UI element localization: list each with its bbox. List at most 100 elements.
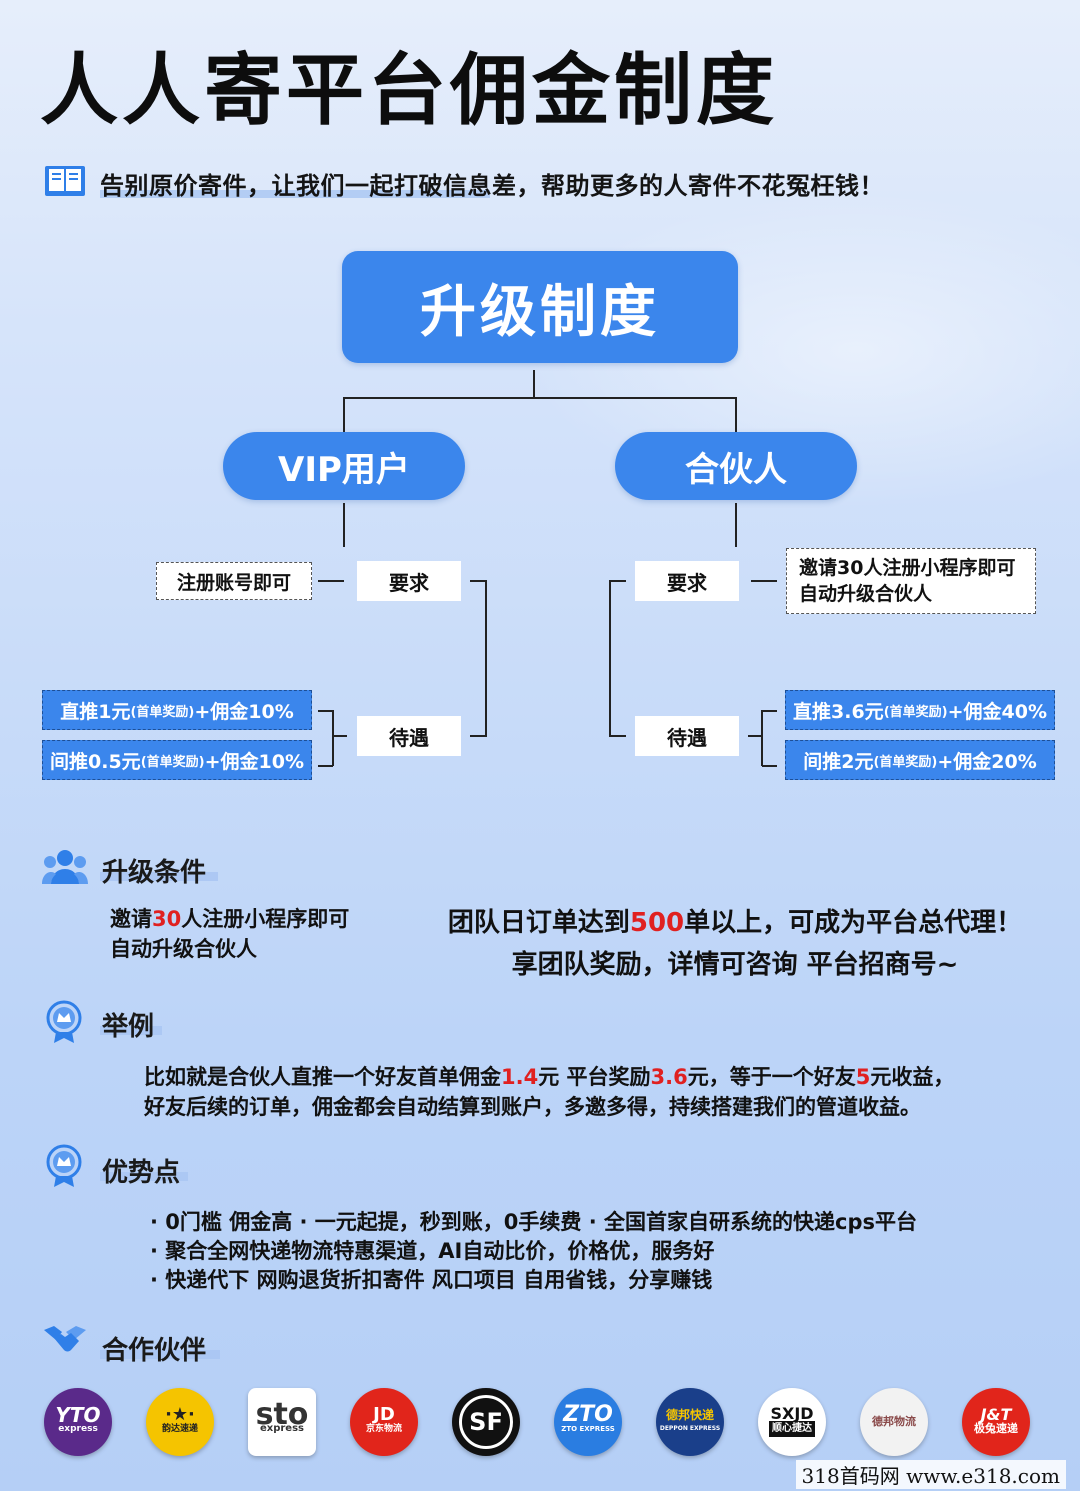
logo-subtext: express <box>58 1424 98 1434</box>
partner-perk-indirect: 间推2元(首单奖励)+佣金20% <box>785 740 1055 780</box>
page-title: 人人寄平台佣金制度 <box>40 45 779 136</box>
connector <box>762 765 777 767</box>
connector <box>762 710 777 712</box>
book-icon <box>44 164 86 202</box>
debang-logistics-logo: 德邦物流 <box>860 1388 928 1456</box>
advantage-item: · 0门槛 佣金高 · 一元起提，秒到账，0手续费 · 全国首家自研系统的快递c… <box>150 1210 917 1234</box>
example-body: 比如就是合伙人直推一个好友首单佣金1.4元 平台奖励3.6元，等于一个好友5元收… <box>144 1062 954 1122</box>
text: 团队日订单达到 <box>447 908 630 938</box>
crown-badge-icon <box>46 1144 82 1192</box>
connector <box>470 735 486 737</box>
advantages-list: · 0门槛 佣金高 · 一元起提，秒到账，0手续费 · 全国首家自研系统的快递c… <box>150 1208 917 1295</box>
logo-subtext: 极兔速递 <box>974 1422 1018 1435</box>
connector <box>735 397 737 433</box>
vip-node: VIP用户 <box>223 432 465 500</box>
partner-requirement-box: 邀请30人注册小程序即可 自动升级合伙人 <box>786 548 1036 614</box>
subtitle-highlight <box>100 190 490 198</box>
perk-note: (首单奖励) <box>130 704 195 720</box>
connector <box>751 580 777 582</box>
logo-subtext: 顺心捷达 <box>769 1421 815 1437</box>
text: 元，等于一个好友 <box>687 1065 856 1089</box>
section-highlight <box>100 872 218 881</box>
people-icon <box>42 848 88 890</box>
perk-commission: +佣金10% <box>194 700 294 723</box>
connector <box>485 580 487 737</box>
partners-title: 合作伙伴 <box>102 1336 207 1366</box>
logo-text: SXJD <box>770 1404 814 1423</box>
connector <box>610 735 626 737</box>
crown-badge-icon <box>46 1000 82 1048</box>
partner-requirement-line2: 自动升级合伙人 <box>799 583 933 605</box>
text: 自动升级合伙人 <box>110 937 257 961</box>
vip-perks-label: 待遇 <box>357 716 461 756</box>
logo-text: ZTO <box>563 1402 613 1427</box>
upgrade-left: 邀请30人注册小程序即可 自动升级合伙人 <box>110 904 349 964</box>
perk-amount: 间推0.5元 <box>50 750 141 773</box>
upgrade-title: 升级条件 <box>102 858 207 888</box>
handshake-icon <box>42 1322 88 1364</box>
deppon-logo: 德邦快递 DEPPON EXPRESS <box>656 1388 724 1456</box>
vip-perk-indirect: 间推0.5元(首单奖励)+佣金10% <box>42 740 312 780</box>
text: 享团队奖励，详情可咨询 平台招商号~ <box>511 950 959 980</box>
highlight-number: 3.6 <box>650 1065 688 1089</box>
logo-text: YTO <box>55 1403 101 1427</box>
highlight-number: 30 <box>152 907 182 931</box>
section-highlight <box>100 1350 220 1359</box>
root-node: 升级制度 <box>342 251 738 363</box>
perk-amount: 间推2元 <box>803 750 874 773</box>
logo-text: J&T <box>980 1405 1012 1424</box>
perk-amount: 直推3.6元 <box>793 700 884 723</box>
logo-text: 德邦快递 <box>665 1408 714 1422</box>
logo-subtext: DEPPON EXPRESS <box>659 1425 721 1432</box>
vip-requirement-box: 注册账号即可 <box>156 562 312 600</box>
partner-node: 合伙人 <box>615 432 857 500</box>
connector <box>318 580 344 582</box>
vip-requirement-text: 注册账号即可 <box>176 571 291 594</box>
connector <box>318 765 333 767</box>
example-title: 举例 <box>102 1012 155 1042</box>
vip-perk-direct: 直推1元(首单奖励)+佣金10% <box>42 690 312 730</box>
connector <box>610 580 626 582</box>
logo-text: 德邦物流 <box>872 1415 916 1428</box>
connector <box>333 735 347 737</box>
perk-commission: +佣金20% <box>937 750 1037 773</box>
text: 元收益， <box>870 1065 955 1089</box>
text: 好友后续的订单，佣金都会自动结算到账户，多邀多得，持续搭建我们的管道收益。 <box>144 1095 921 1119</box>
logo-subtext: 韵达速递 <box>161 1424 198 1434</box>
highlight-number: 500 <box>629 908 685 938</box>
logo-subtext: 京东物流 <box>365 1424 402 1434</box>
section-highlight <box>100 1172 188 1181</box>
advantages-title: 优势点 <box>102 1158 181 1188</box>
watermark: 318首码网 www.e318.com <box>795 1460 1066 1489</box>
text: 单以上，可成为平台总代理！ <box>684 908 1023 938</box>
text: 邀请 <box>110 907 152 931</box>
partner-requirement-line1: 邀请30人注册小程序即可 <box>799 557 1016 579</box>
perk-note: (首单奖励) <box>140 754 205 770</box>
connector <box>748 735 762 737</box>
partner-requirement-label: 要求 <box>635 561 739 601</box>
connector <box>343 397 737 399</box>
connector <box>609 580 611 737</box>
partner-perk-direct: 直推3.6元(首单奖励)+佣金40% <box>785 690 1055 730</box>
advantage-item: · 快递代下 网购退货折扣寄件 风口项目 自用省钱，分享赚钱 <box>150 1268 713 1292</box>
logo-text: ·★· <box>165 1404 195 1425</box>
text: 比如就是合伙人直推一个好友首单佣金 <box>144 1065 501 1089</box>
connector <box>533 370 535 398</box>
upgrade-right: 团队日订单达到500单以上，可成为平台总代理！ 享团队奖励，详情可咨询 平台招商… <box>420 902 1050 986</box>
advantage-item: · 聚合全网快递物流特惠渠道，AI自动比价，价格优，服务好 <box>150 1239 715 1263</box>
connector <box>332 710 334 766</box>
yunda-logo: ·★·韵达速递 <box>146 1388 214 1456</box>
connector <box>318 710 333 712</box>
sf-logo: SF <box>452 1388 520 1456</box>
vip-requirement-label: 要求 <box>357 561 461 601</box>
text: 元 平台奖励 <box>538 1065 651 1089</box>
perk-note: (首单奖励) <box>883 704 948 720</box>
section-highlight <box>100 1026 162 1035</box>
